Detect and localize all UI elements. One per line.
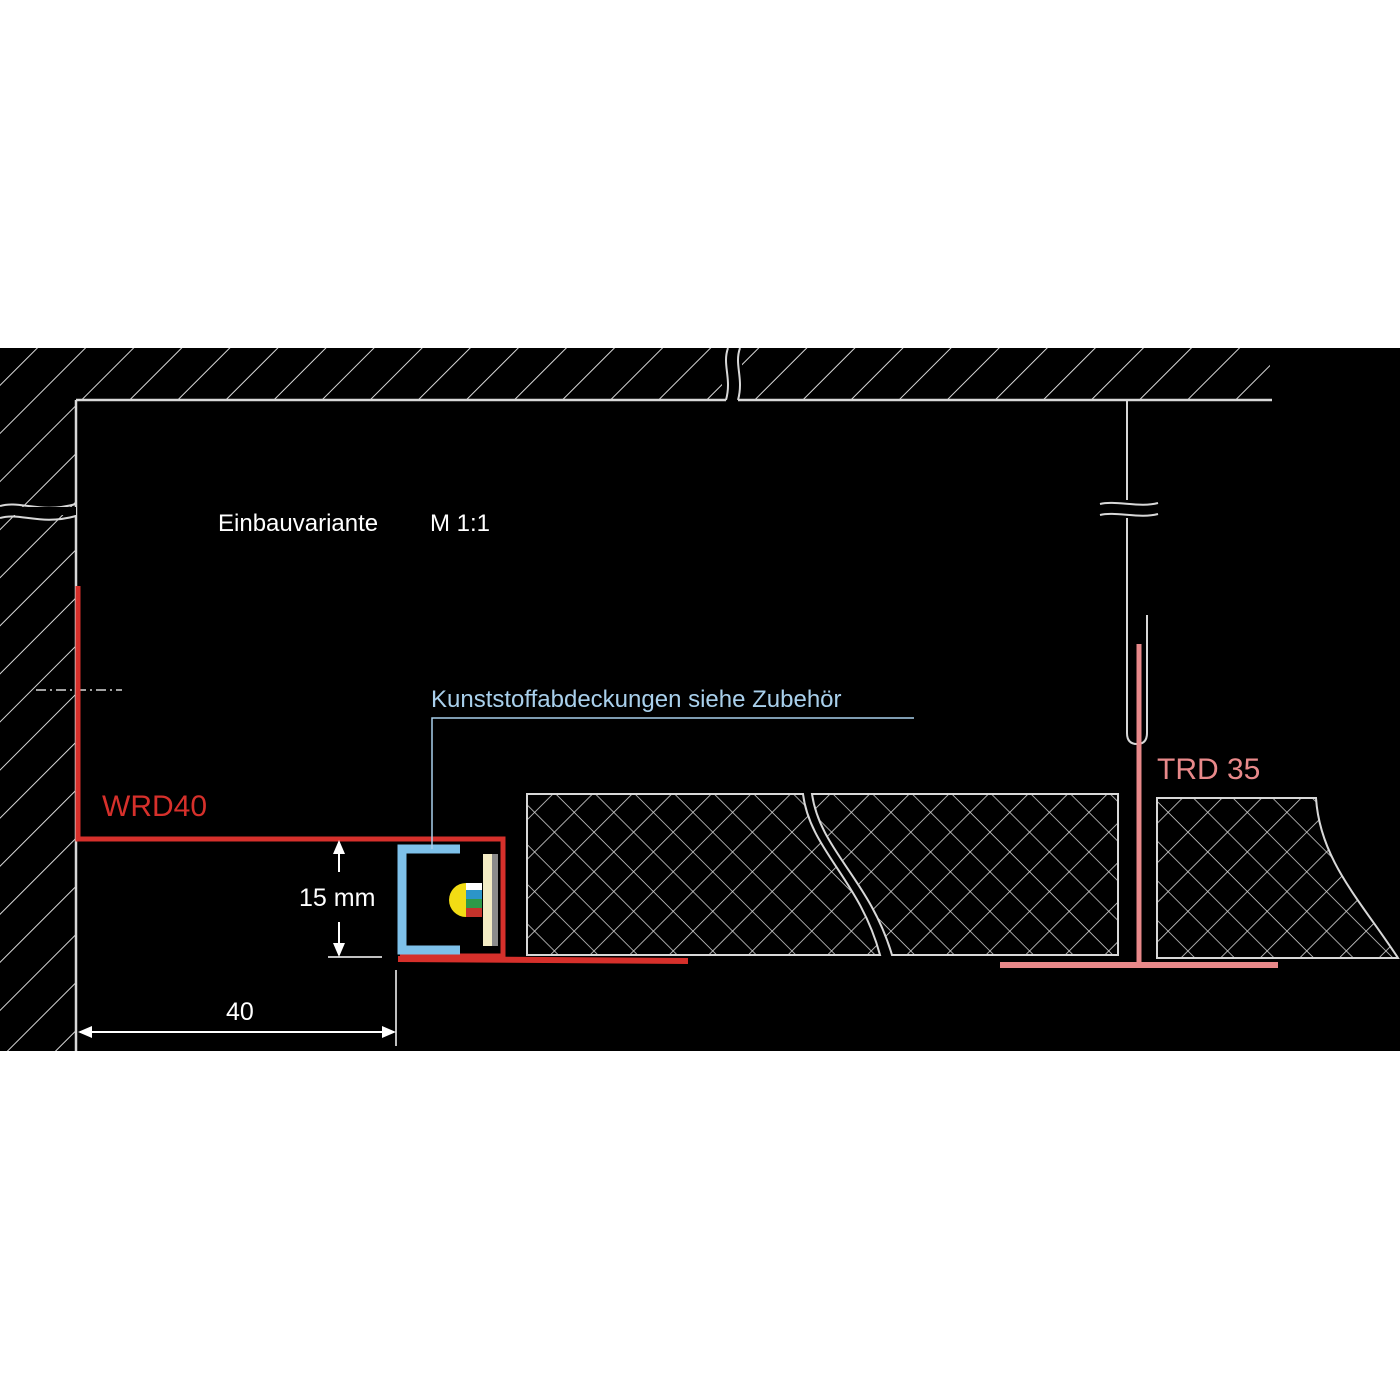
led-board [483, 854, 492, 946]
width-dimension-label: 40 [226, 998, 254, 1026]
trd-35-profile [1000, 644, 1278, 968]
break-line-ceiling [725, 348, 729, 401]
wrd40-label: WRD40 [102, 790, 207, 823]
left-wall [0, 400, 122, 1051]
led-heatsink [492, 854, 498, 946]
ceiling-panel-right [1156, 797, 1400, 959]
height-dimension [328, 840, 382, 958]
width-dimension [78, 970, 397, 1046]
cover-leader-line [431, 717, 914, 849]
ceiling-slab [0, 348, 1272, 402]
break-line-wall [0, 503, 77, 509]
drawing-title: Einbauvariante [218, 510, 378, 537]
drawing-scale: M 1:1 [430, 510, 490, 537]
led-module [449, 854, 498, 946]
led-lens [449, 883, 466, 917]
plastic-cover [397, 844, 460, 955]
wrd40-profile [75, 586, 689, 964]
height-dimension-label: 15 mm [299, 884, 375, 912]
trd35-label: TRD 35 [1157, 753, 1260, 786]
ceiling-panel-left [526, 793, 882, 956]
ceiling-panel-middle [810, 793, 1119, 956]
cover-note-label: Kunststoffabdeckungen siehe Zubehör [431, 686, 842, 713]
